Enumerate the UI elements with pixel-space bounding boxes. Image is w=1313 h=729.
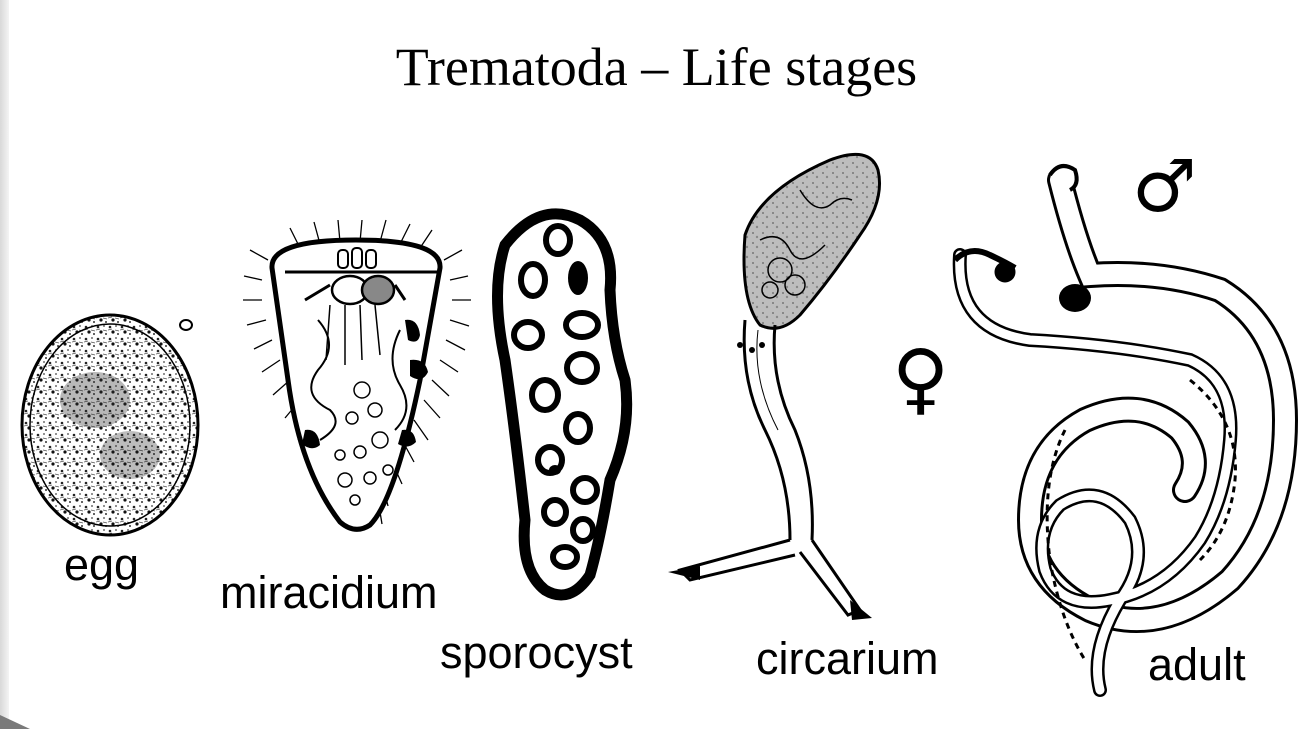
stage-label-miracidium: miracidium [220, 567, 438, 618]
slide-corner-marker[interactable] [0, 715, 30, 729]
sporocyst-drawing [492, 208, 633, 601]
slide-left-edge [0, 0, 9, 729]
egg-drawing [20, 313, 200, 537]
miracidium-drawing [243, 219, 471, 532]
slide-title: Trematoda – Life stages [395, 37, 918, 97]
stage-label-egg: egg [64, 539, 140, 590]
male-symbol: ♂ [1132, 144, 1197, 228]
circarium-drawing [668, 152, 882, 620]
adult-drawing [952, 164, 1299, 697]
stage-label-circarium: circarium [756, 633, 939, 684]
stage-label-sporocyst: sporocyst [440, 627, 633, 678]
stage-label-adult: adult [1148, 639, 1246, 690]
female-symbol: ♀ [892, 334, 950, 424]
